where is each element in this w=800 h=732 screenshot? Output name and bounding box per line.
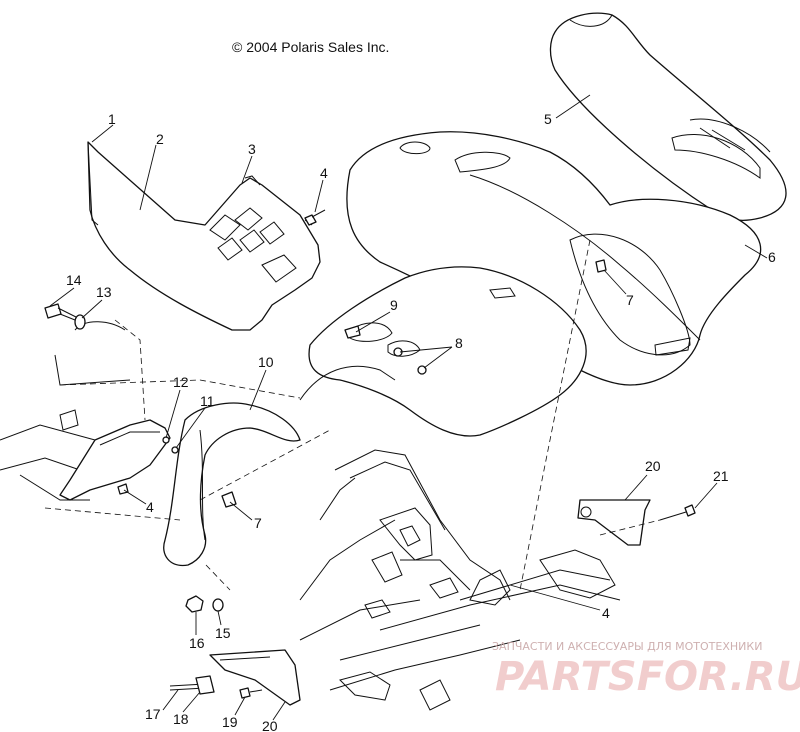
callout-20-lower: 20 <box>262 718 278 732</box>
copyright-text: © 2004 Polaris Sales Inc. <box>232 39 389 55</box>
callout-10: 10 <box>258 354 274 370</box>
callout-4-right: 4 <box>602 605 610 621</box>
callout-5: 5 <box>544 111 552 127</box>
part-10-fender-flare <box>163 402 301 567</box>
callout-7-lower: 7 <box>254 515 262 531</box>
part-2-side-panel <box>87 141 321 331</box>
callout-16: 16 <box>189 635 205 651</box>
part-20-bracket-lower <box>209 649 301 706</box>
part-5-seat <box>549 12 787 221</box>
fasteners <box>44 209 696 699</box>
callout-12: 12 <box>173 374 189 390</box>
callout-3: 3 <box>248 141 256 157</box>
callout-13: 13 <box>96 284 112 300</box>
callout-21: 21 <box>713 468 729 484</box>
watermark-logo: PARTSFOR.RU <box>495 654 800 700</box>
callout-14: 14 <box>66 272 82 288</box>
mud-guard-left <box>59 419 171 501</box>
watermark-tagline: ЗАПЧАСТИ И АКСЕССУАРЫ ДЛЯ МОТОТЕХНИКИ <box>492 640 762 653</box>
callout-7-right: 7 <box>626 292 634 308</box>
alignment-lines <box>44 239 661 591</box>
callout-18: 18 <box>173 711 189 727</box>
callout-17: 17 <box>145 706 161 722</box>
part-6-rear-body <box>346 131 762 386</box>
callout-1: 1 <box>108 111 116 127</box>
callout-20-right: 20 <box>645 458 661 474</box>
frame-assembly <box>299 449 621 711</box>
callout-15: 15 <box>215 625 231 641</box>
leader-lines <box>49 94 768 721</box>
front-fender-body <box>299 266 587 437</box>
part-20-bracket-right <box>577 499 651 546</box>
watermark: ЗАПЧАСТИ И АКСЕССУАРЫ ДЛЯ МОТОТЕХНИКИ PA… <box>492 640 800 700</box>
callout-9: 9 <box>390 297 398 313</box>
callout-4-top: 4 <box>320 165 328 181</box>
callout-11: 11 <box>200 393 215 409</box>
callout-labels: 1 2 3 4 5 6 7 7 8 9 10 11 12 13 14 4 7 1… <box>66 111 776 732</box>
callout-8: 8 <box>455 335 463 351</box>
callout-19: 19 <box>222 714 238 730</box>
callout-4-left: 4 <box>146 499 154 515</box>
callout-6: 6 <box>768 249 776 265</box>
callout-2: 2 <box>156 131 164 147</box>
